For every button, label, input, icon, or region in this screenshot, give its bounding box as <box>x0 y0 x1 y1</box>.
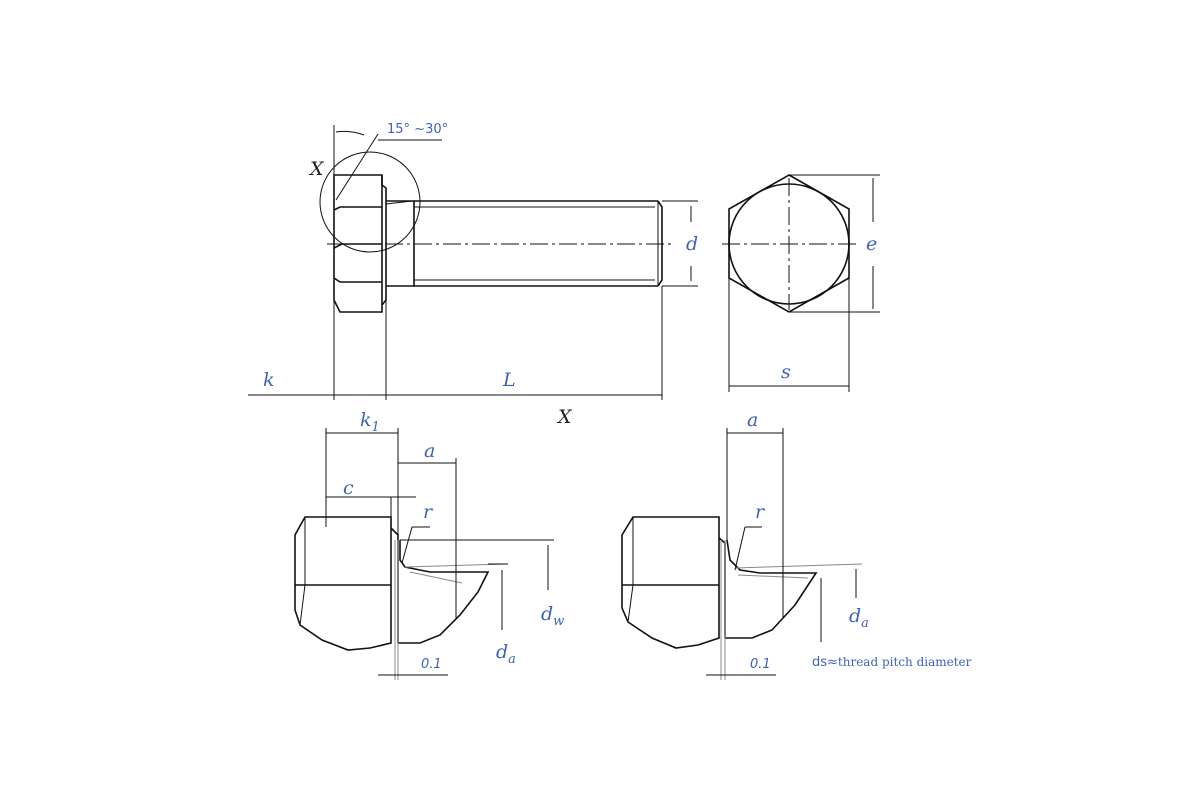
k1-label: k1 <box>360 409 380 435</box>
a-right-label: a <box>747 409 758 431</box>
tolerance-left-label: 0.1 <box>421 657 442 672</box>
detail-right <box>621 428 863 680</box>
width-s-label: s <box>781 361 791 383</box>
bolt-side-view <box>248 125 698 400</box>
pitch-diameter-note: ds≈thread pitch diameter <box>812 655 972 670</box>
detail-left <box>294 428 554 680</box>
da-right-label: da <box>849 605 869 631</box>
detail-right-neck <box>725 539 818 639</box>
a-left-label: a <box>424 440 435 462</box>
detail-title: X <box>556 406 573 428</box>
detail-left-head <box>294 516 392 651</box>
da-left-label: da <box>496 641 516 667</box>
bolt-end-view <box>722 174 880 392</box>
c-label: c <box>343 477 354 499</box>
detail-circle <box>319 151 421 253</box>
detail-marker-label: X <box>308 158 325 180</box>
detail-right-head <box>621 516 720 649</box>
diameter-d-label: d <box>686 233 698 255</box>
detail-left-neck <box>398 540 490 644</box>
head-height-k-label: k <box>263 369 275 391</box>
tolerance-right-label: 0.1 <box>750 657 771 672</box>
dw-label: dw <box>541 603 564 629</box>
angle-label: 15° ~30° <box>387 122 448 137</box>
width-e-label: e <box>866 233 877 255</box>
r-right-label: r <box>755 501 766 523</box>
r-left-label: r <box>423 501 434 523</box>
length-L-label: L <box>502 369 516 391</box>
